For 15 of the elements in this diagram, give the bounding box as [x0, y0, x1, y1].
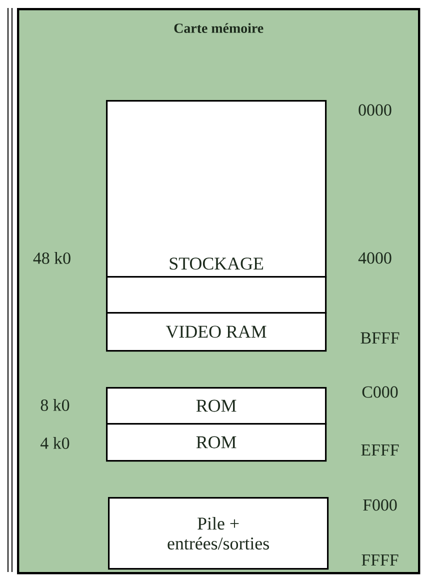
address-label: F000: [363, 499, 397, 511]
address-label: BFFF: [360, 332, 400, 344]
memory-block: ROM: [106, 387, 327, 425]
address-label: FFFF: [362, 554, 398, 566]
memory-block: Pile + entrées/sorties: [108, 497, 329, 570]
memory-block: [106, 276, 327, 314]
size-label: 48 k0: [33, 252, 70, 264]
address-label: EFFF: [361, 444, 399, 456]
memory-block: ROM: [106, 423, 327, 462]
size-label: 8 k0: [40, 399, 70, 411]
address-label: C000: [362, 386, 398, 398]
size-label: 4 k0: [40, 437, 70, 449]
memory-block: VIDEO RAM: [106, 312, 327, 352]
address-label: 0000: [358, 104, 392, 116]
address-label: 4000: [358, 252, 392, 264]
